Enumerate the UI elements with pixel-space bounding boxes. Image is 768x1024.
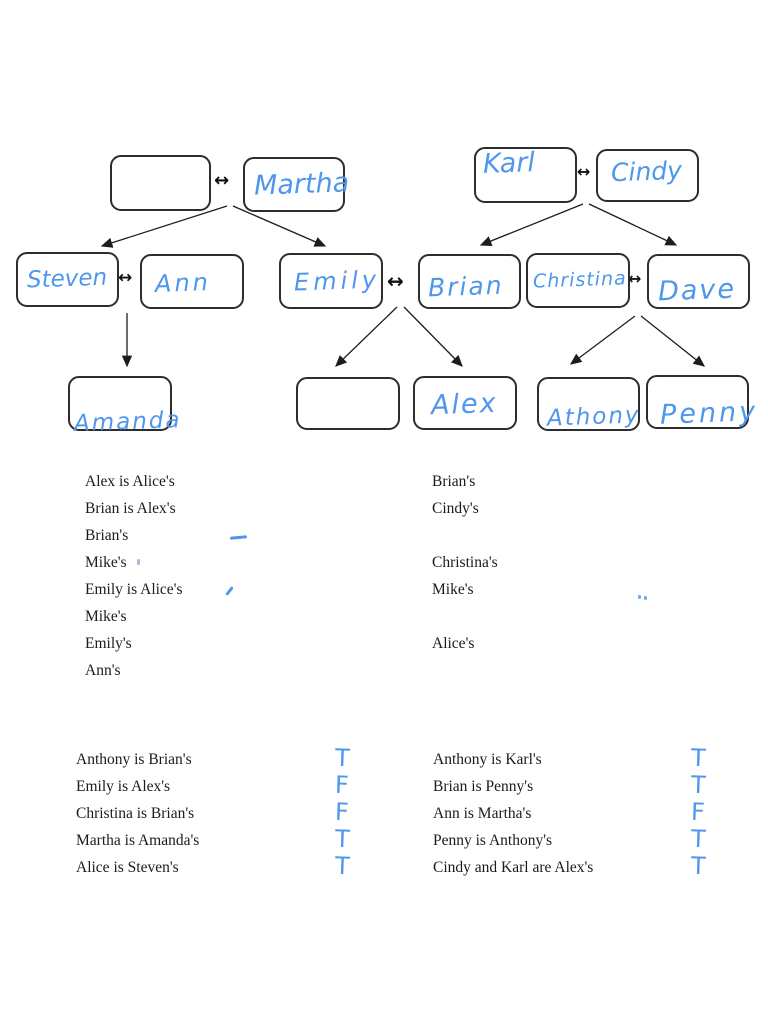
true-false-left-answers: T F F T T [334, 743, 351, 881]
spouse-arrow-icon: ↔ [577, 162, 591, 181]
tf-statement: Anthony is Brian's [76, 751, 192, 768]
parent-arrow-to-steven [100, 205, 228, 248]
parent-arrow-to-alex [403, 306, 463, 367]
tf-statement: Alice is Steven's [76, 859, 179, 876]
true-false-right-answers: T T F T T [690, 743, 707, 881]
true-false-right-column: Anthony is Karl's Brian is Penny's Ann i… [433, 746, 593, 881]
handwritten-answer: F [334, 770, 350, 800]
tf-statement: Penny is Anthony's [433, 832, 553, 849]
fill-in-prompt [432, 657, 498, 684]
fill-in-prompt: Ann's [85, 662, 121, 679]
fill-in-prompt: Emily's [85, 635, 132, 652]
tree-node-karl: Karl [474, 147, 577, 203]
fill-in-prompt [432, 522, 498, 549]
spouse-arrow-icon: ↔ [387, 269, 404, 293]
fill-in-prompt: Emily is Alice's [85, 581, 183, 598]
fill-in-left-column: Alex is Alice's Brian is Alex's Brian's … [85, 468, 183, 684]
handwritten-answer: T [334, 851, 351, 881]
tree-node-brian: Brian [418, 254, 521, 309]
fill-in-prompt: Mike's [85, 554, 127, 571]
fill-in-prompt: Alice's [432, 635, 475, 652]
tree-node-blank-grandmother [110, 155, 211, 211]
handwritten-answer: T [690, 743, 707, 773]
tree-node-anthony: Athony [537, 377, 642, 432]
handwritten-name: Steven [26, 264, 108, 294]
stray-ink-dash [229, 535, 248, 540]
parent-arrow-to-anthony [569, 315, 636, 365]
fill-in-prompt: Alex is Alice's [85, 473, 175, 490]
handwritten-name: Brian [427, 270, 505, 303]
spouse-arrow-icon: ↔ [118, 268, 133, 288]
handwritten-answer: T [690, 851, 707, 881]
tree-node-steven: Steven [16, 252, 119, 307]
true-false-left-column: Anthony is Brian's Emily is Alex's Chris… [76, 746, 199, 881]
tree-node-martha: Martha [243, 157, 350, 212]
tree-node-ann: Ann [140, 254, 244, 309]
stray-ink-comma [225, 586, 234, 596]
handwritten-answer: F [690, 797, 706, 827]
handwritten-answer: T [690, 824, 707, 854]
tree-node-christina: Christina [526, 253, 630, 308]
handwritten-name: Ann [154, 268, 212, 298]
handwritten-answer: F [334, 797, 350, 827]
spouse-arrow-icon: ↔ [214, 170, 230, 191]
parent-arrow-to-dave [588, 203, 678, 246]
handwritten-name: Karl [482, 147, 536, 180]
tree-node-alex: Alex [413, 376, 517, 430]
handwritten-name: Amanda [73, 407, 182, 437]
fill-in-prompt: Brian's [432, 473, 476, 490]
handwritten-name: Athony [546, 402, 642, 432]
tf-statement: Brian is Penny's [433, 778, 534, 795]
handwritten-answer: T [334, 824, 351, 854]
fill-in-prompt: Christina's [432, 554, 498, 571]
fill-in-prompt: Mike's [85, 608, 127, 625]
fill-in-prompt: Cindy's [432, 500, 479, 517]
parent-arrow-to-blank-child [335, 306, 398, 367]
tf-statement: Ann is Martha's [433, 805, 532, 822]
parent-arrow-to-emily [232, 205, 327, 247]
parent-arrow-to-penny [640, 315, 706, 367]
handwritten-name: Emily [293, 265, 381, 297]
tf-statement: Emily is Alex's [76, 778, 171, 795]
handwritten-name: Penny [659, 396, 759, 431]
handwritten-answer: T [334, 743, 351, 773]
tree-node-amanda: Amanda [68, 376, 182, 437]
handwritten-name: Cindy [610, 155, 683, 188]
fill-in-prompt: Brian's [85, 527, 129, 544]
tree-node-dave: Dave [647, 254, 750, 309]
tf-statement: Cindy and Karl are Alex's [433, 859, 594, 876]
tree-node-emily: Emily [279, 253, 383, 309]
tree-node-blank-child [296, 377, 400, 430]
fill-in-prompt: Mike's [432, 581, 474, 598]
fill-in-right-column: Brian's Cindy's Christina's Mike's Alice… [432, 468, 498, 684]
handwritten-name: Alex [430, 387, 499, 422]
handwritten-name: Christina [532, 267, 628, 293]
handwritten-name: Dave [657, 273, 737, 308]
spouse-arrow-icon: ↔ [628, 269, 642, 288]
fill-in-prompt [432, 603, 498, 630]
parent-arrow-to-brian [479, 203, 584, 246]
handwritten-name: Martha [253, 167, 350, 202]
tree-node-penny: Penny [646, 375, 759, 431]
stray-ink-dots [638, 595, 641, 599]
stray-ink-dot [137, 559, 140, 565]
tf-statement: Martha is Amanda's [76, 832, 200, 849]
tree-node-cindy: Cindy [596, 149, 699, 202]
tf-statement: Christina is Brian's [76, 805, 195, 822]
fill-in-prompt: Brian is Alex's [85, 500, 176, 517]
tf-statement: Anthony is Karl's [433, 751, 542, 768]
handwritten-answer: T [690, 770, 707, 800]
